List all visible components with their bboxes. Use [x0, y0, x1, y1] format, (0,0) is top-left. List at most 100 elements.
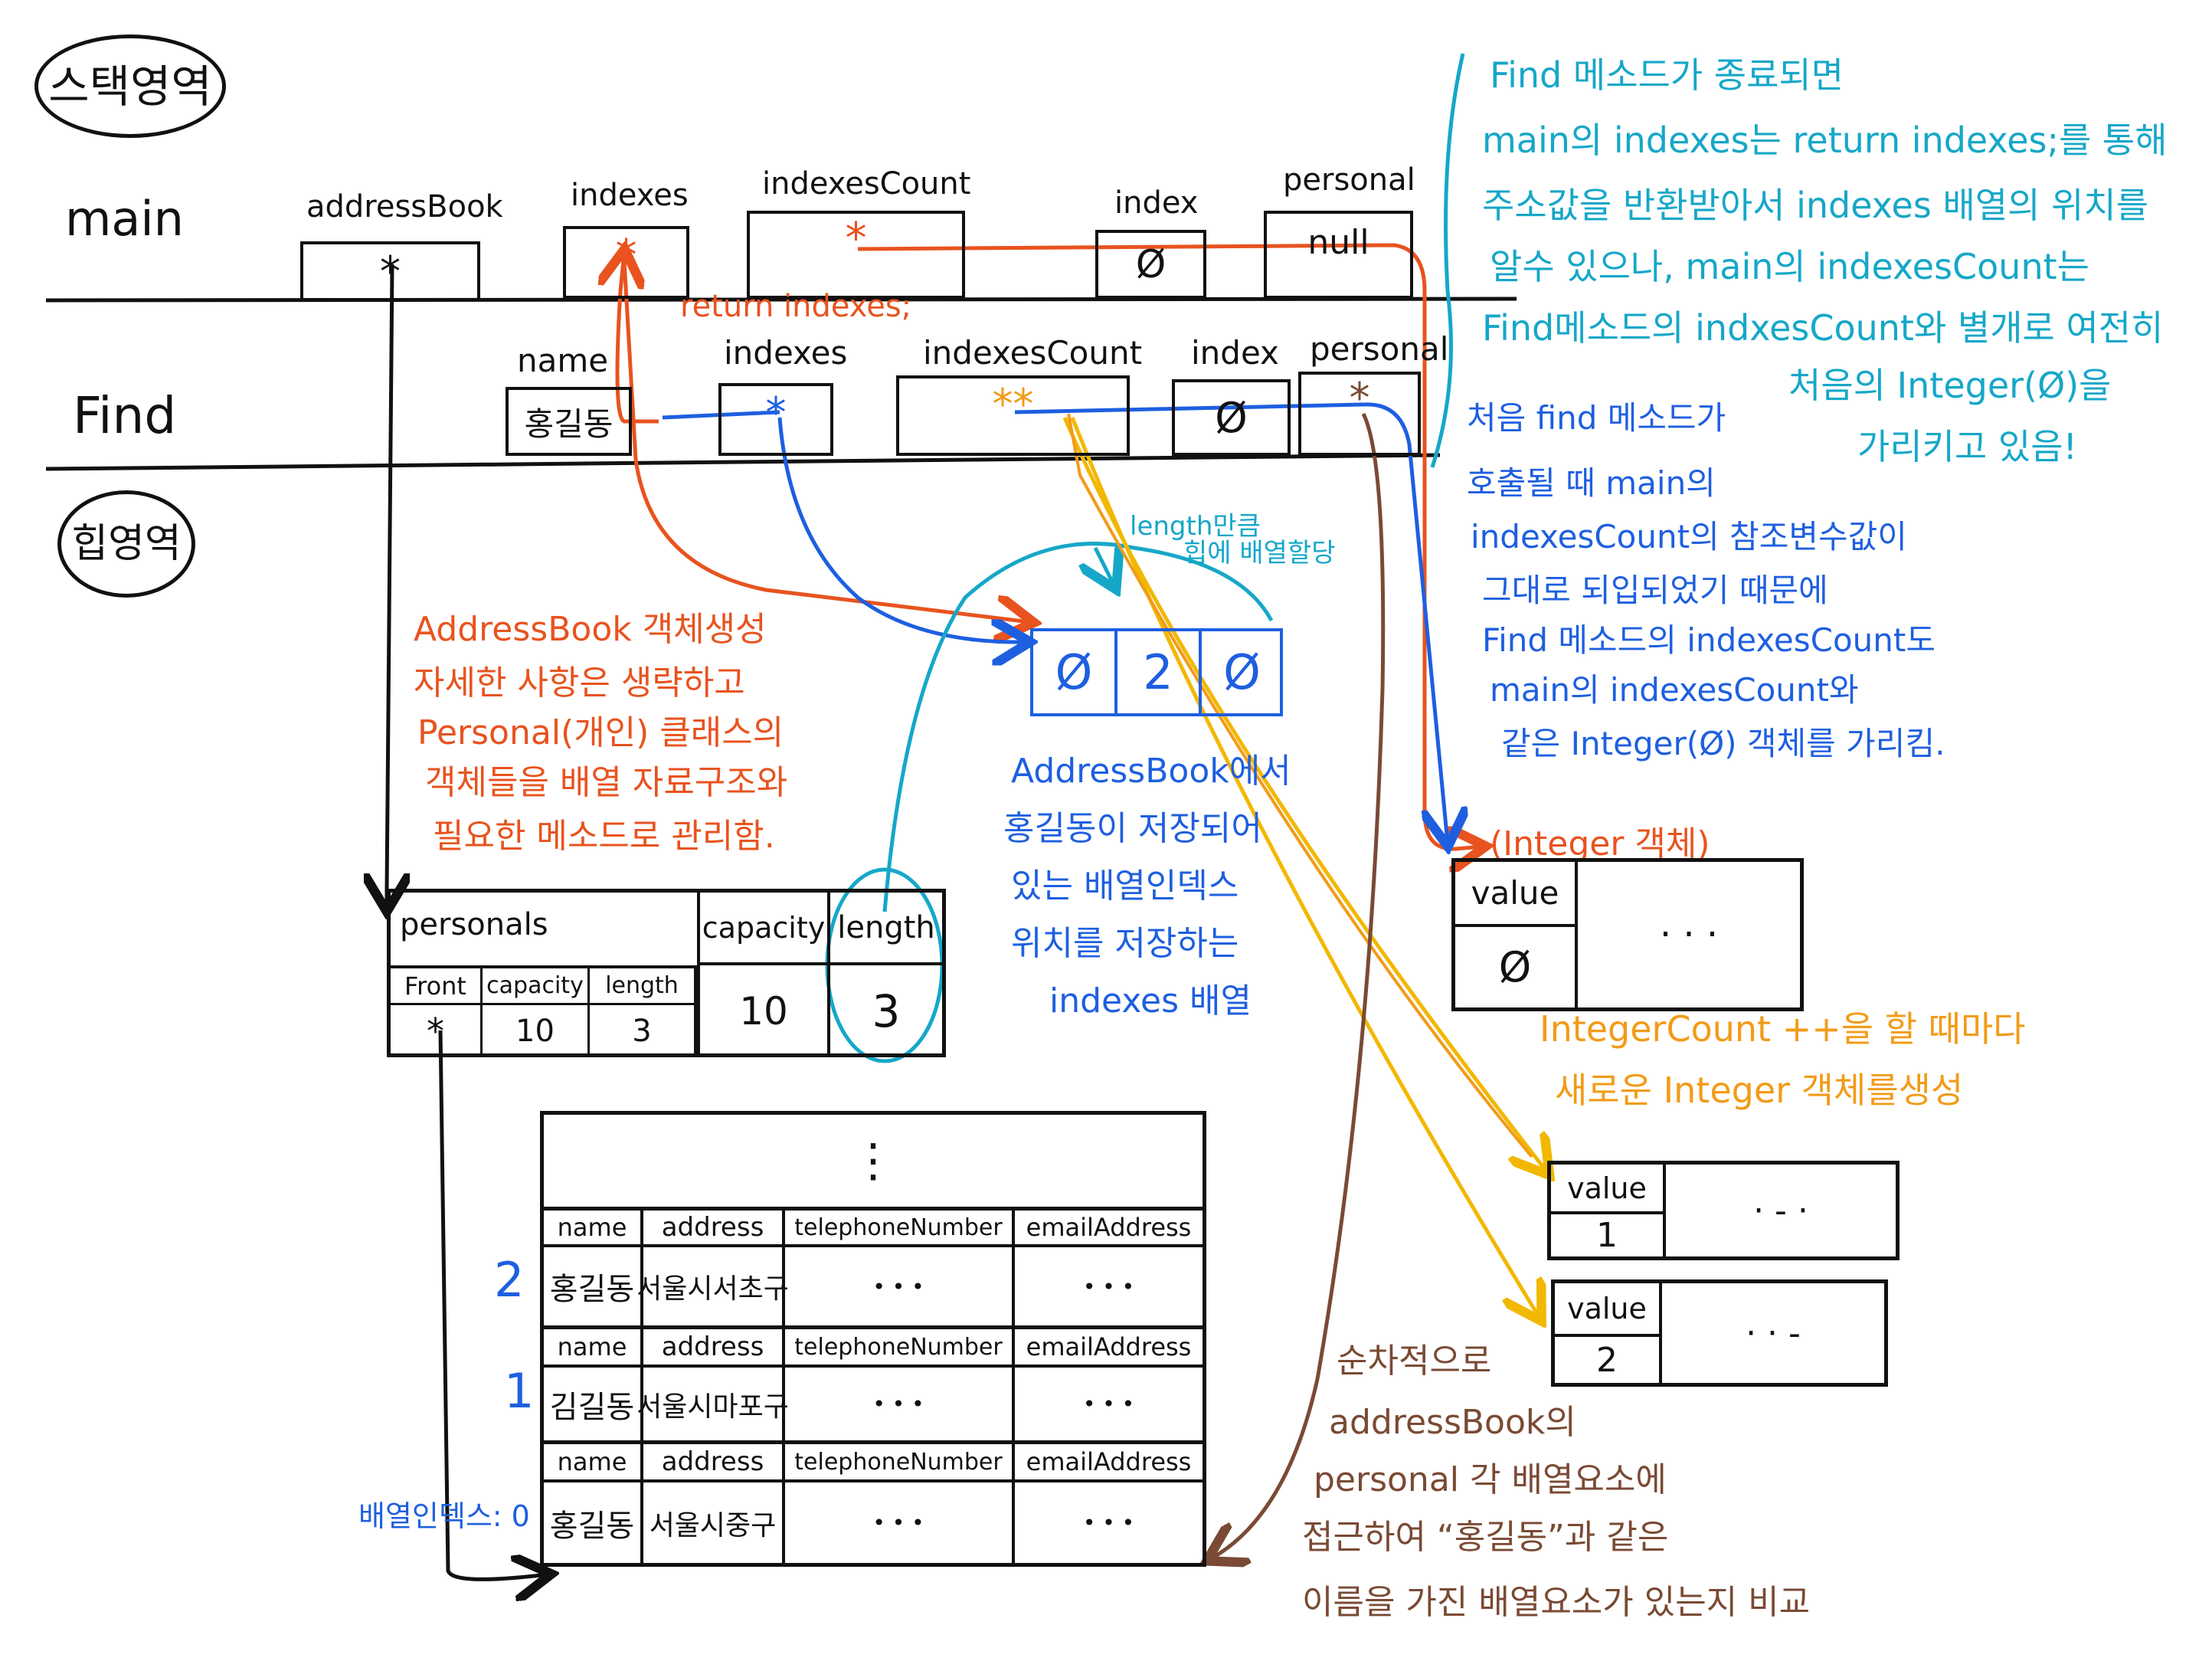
- col-header: name: [544, 1329, 643, 1368]
- row-name: 홍길동: [544, 1482, 643, 1563]
- find-var-box: *: [1298, 372, 1421, 456]
- personal-row: name address telephoneNumber emailAddres…: [544, 1329, 1203, 1444]
- blue-mid-line: Find 메소드의 indexesCount도: [1482, 621, 1936, 659]
- find-var-label: indexesCount: [923, 334, 1143, 372]
- sequential-note-line: addressBook의: [1329, 1403, 1576, 1442]
- addressbook-note-line: 필요한 메소드로 관리함.: [433, 817, 775, 856]
- find-var-box: *: [718, 383, 833, 456]
- addressbook-note-line: Personal(개인) 클래스의: [417, 713, 784, 752]
- integer-value: 2: [1555, 1337, 1662, 1383]
- personal-row: name address telephoneNumber emailAddres…: [544, 1211, 1203, 1329]
- find-var-value: Ø: [1215, 393, 1248, 442]
- teal-bracket: [1430, 53, 1465, 468]
- integer-value-label: value: [1455, 862, 1578, 927]
- col-header: telephoneNumber: [785, 1329, 1015, 1368]
- indexes-array-cell: 2: [1117, 631, 1202, 713]
- row-address: 서울시서초구: [636, 1247, 789, 1325]
- integer-count-note-line: IntegerCount ++을 할 때마다: [1540, 1008, 2026, 1050]
- find-frame-line: [45, 453, 1441, 471]
- main-var-label: indexes: [571, 178, 689, 213]
- inner-header: length: [590, 968, 694, 1005]
- indexes-note-line: AddressBook에서: [1011, 752, 1291, 791]
- personals-inner: Front capacity length * 10 3: [391, 965, 697, 1057]
- teal-length-link: [882, 542, 1274, 912]
- row-name: 홍길동: [544, 1247, 643, 1325]
- length-alloc-line: 힙에 배열할당: [1183, 538, 1336, 568]
- addressbook-object: personals Front capacity length * 10 3 c…: [387, 889, 946, 1057]
- main-var-label: index: [1114, 185, 1199, 221]
- integer-value-label: value: [1555, 1283, 1662, 1337]
- capacity-value: 10: [739, 989, 788, 1034]
- col-header: telephoneNumber: [785, 1211, 1015, 1247]
- personal-row: name address telephoneNumber emailAddres…: [544, 1444, 1203, 1563]
- col-header: name: [544, 1444, 643, 1482]
- inner-value: 3: [632, 1014, 652, 1049]
- main-var-value: *: [380, 247, 401, 296]
- find-var-label: personal: [1310, 330, 1449, 368]
- array-index-label: 배열인덱스: 0: [358, 1499, 530, 1533]
- main-var-value: Ø: [1135, 242, 1167, 287]
- capacity-column: capacity 10: [697, 893, 827, 1057]
- indexes-array: Ø 2 Ø: [1030, 628, 1283, 716]
- integer-rest: · · -: [1746, 1313, 1801, 1353]
- blue-mid-line: 호출될 때 main의: [1467, 464, 1716, 502]
- integer-rest: · - ·: [1753, 1191, 1808, 1230]
- teal-top-line: 알수 있으나, main의 indexesCount는: [1490, 246, 2089, 287]
- find-var-box: **: [896, 375, 1130, 456]
- length-alloc-line: length만큼: [1130, 511, 1261, 542]
- integer-value: Ø: [1455, 927, 1578, 1007]
- find-var-value: 홍길동: [524, 405, 614, 443]
- row-index-label: 2: [494, 1252, 525, 1308]
- integer-object-label: (Integer 객체): [1490, 824, 1710, 863]
- main-frame-label: main: [65, 191, 184, 247]
- row-email: • • •: [1082, 1510, 1135, 1535]
- sequential-note-line: 이름을 가진 배열요소가 있는지 비교: [1302, 1583, 1811, 1622]
- teal-top-line: Find메소드의 indxesCount와 별개로 여전히: [1482, 307, 2164, 349]
- find-var-value: **: [992, 380, 1034, 429]
- find-var-label: name: [517, 342, 609, 379]
- find-var-value: *: [1349, 374, 1370, 423]
- personal-array-ellipsis: ⋮: [544, 1115, 1203, 1211]
- main-var-label: personal: [1283, 162, 1415, 198]
- col-header: emailAddress: [1015, 1329, 1203, 1368]
- integer-value-label: value: [1551, 1165, 1666, 1214]
- indexes-note-line: 있는 배열인덱스: [1011, 867, 1239, 906]
- heap-region-label: 힙영역: [57, 490, 195, 598]
- blue-mid-line: 그대로 되입되었기 때문에: [1482, 572, 1828, 609]
- capacity-label: capacity: [700, 893, 827, 965]
- find-frame-label: Find: [73, 386, 177, 445]
- row-phone: • • •: [785, 1482, 1015, 1563]
- col-header: address: [643, 1329, 785, 1368]
- inner-header: capacity: [483, 968, 590, 1005]
- stack-region-label: 스택영역: [34, 34, 226, 138]
- blue-mid-line: main의 indexesCount와: [1490, 671, 1859, 709]
- integer-value: 1: [1551, 1214, 1666, 1256]
- sequential-note-line: personal 각 배열요소에: [1314, 1460, 1667, 1499]
- row-index-label: 1: [504, 1363, 535, 1419]
- inner-header: Front: [391, 968, 483, 1005]
- main-var-box: null: [1264, 211, 1413, 299]
- return-indexes-label: return indexes;: [680, 289, 912, 324]
- personal-array: ⋮ name address telephoneNumber emailAddr…: [540, 1111, 1206, 1567]
- main-var-box: *: [747, 211, 965, 299]
- integer-object: value 2 · · -: [1551, 1279, 1888, 1387]
- teal-right-line: 처음의 Integer(Ø)을: [1788, 365, 2112, 406]
- inner-value: 10: [483, 1005, 590, 1057]
- row-email: • • •: [1082, 1391, 1135, 1417]
- sequential-note-line: 접근하여 “홍길동”과 같은: [1302, 1518, 1669, 1557]
- find-var-value: *: [765, 388, 787, 437]
- integer-object: value 1 · - ·: [1547, 1161, 1900, 1260]
- blue-mid-line: indexesCount의 참조변수값이: [1471, 518, 1907, 555]
- teal-length-arrow: [1095, 548, 1114, 586]
- col-header: telephoneNumber: [785, 1444, 1015, 1482]
- main-var-label: indexesCount: [762, 166, 971, 201]
- stack-region-text: 스택영역: [48, 60, 212, 113]
- main-var-box: *: [563, 226, 689, 299]
- addressbook-note-line: 객체들을 배열 자료구조와: [425, 763, 788, 802]
- teal-top-line: Find 메소드가 종료되면: [1490, 54, 1844, 96]
- main-var-box: Ø: [1095, 230, 1206, 299]
- col-header: name: [544, 1211, 643, 1247]
- inner-value: *: [391, 1005, 483, 1057]
- integer-rest: · · ·: [1659, 913, 1719, 956]
- main-var-value: *: [845, 213, 867, 264]
